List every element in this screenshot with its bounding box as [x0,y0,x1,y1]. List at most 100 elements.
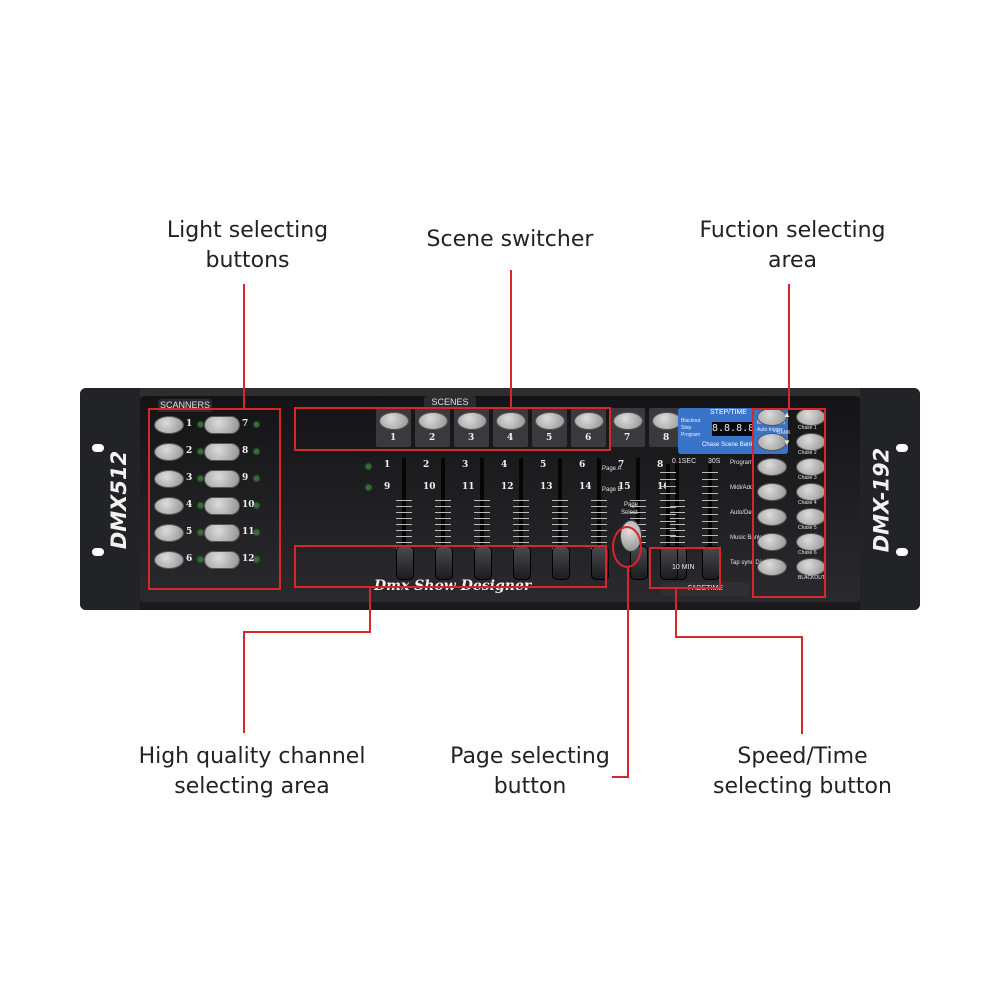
speed-tick [660,542,676,543]
chase-label: Chase 5 [798,525,817,531]
scanner-button-4[interactable] [154,497,184,515]
leader-channel-h [243,631,371,633]
scanner-button-2[interactable] [154,443,184,461]
highlight-functions [752,408,826,598]
channel-tick [669,512,685,513]
channel-tick [513,530,529,531]
display-program: Program [681,432,701,438]
scanner-number: 12 [242,554,255,564]
scanner-button-6[interactable] [154,551,184,569]
scanner-button-8[interactable] [204,443,240,461]
speed-tick [702,528,718,529]
scanner-number: 9 [242,473,249,483]
scene-number: 7 [624,433,631,443]
channel-tick [630,512,646,513]
channel-tick [630,506,646,507]
channel-tick [396,512,412,513]
scanner-button-9[interactable] [204,470,240,488]
bank-up-arrow-icon: ▲ [783,410,791,419]
channel-number-top: 1 [384,460,391,470]
scanner-button-5[interactable] [154,524,184,542]
channel-number-top: 4 [501,460,508,470]
channel-tick [552,530,568,531]
channel-tick [552,542,568,543]
scene-button-3[interactable] [457,412,487,430]
scanner-button-11[interactable] [204,524,240,542]
scene-button-1[interactable] [379,412,409,430]
bank-down-button[interactable] [757,433,787,451]
function-button-3[interactable] [757,508,787,526]
scanner-button-1[interactable] [154,416,184,434]
rack-ear-right [860,388,920,610]
function-button-4[interactable] [757,533,787,551]
speed-tick [702,493,718,494]
channel-tick [435,542,451,543]
display-blackout: Blackout [681,418,701,424]
scene-button-5[interactable] [535,412,565,430]
callout-channel-selecting: High quality channel selecting area [138,744,366,799]
scene-button-6[interactable] [574,412,604,430]
scanner-led [198,476,203,481]
function-button-1[interactable] [757,458,787,476]
bank-label: BANK [777,430,791,436]
chase-label: Chase 2 [798,450,817,456]
scene-button-7[interactable] [613,412,643,430]
display-auto-trigger: Auto trigger [757,427,783,433]
scanner-number: 8 [242,446,249,456]
scanner-number: 2 [186,446,193,456]
chase-label: BLACKOUT [798,575,825,581]
scanner-led [198,422,203,427]
channel-tick [513,506,529,507]
channel-tick [435,524,451,525]
speed-label-bottom: 10 MIN [672,564,695,571]
channel-tick [396,506,412,507]
channel-tick [435,536,451,537]
channel-number-bottom: 10 [423,482,436,492]
channel-tick [591,506,607,507]
speed-fader[interactable] [660,546,678,580]
speed-tick [702,535,718,536]
channel-number-top: 8 [657,460,664,470]
scanner-number: 5 [186,527,193,537]
function-button-5[interactable] [757,558,787,576]
channel-tick [669,542,685,543]
channel-number-top: 7 [618,460,625,470]
leader-speed-h [675,636,803,638]
page-a-led [366,464,371,469]
channel-number-bottom: 12 [501,482,514,492]
channel-tick [552,506,568,507]
channel-tick [435,500,451,501]
bank-down-arrow-icon: ▼ [783,438,791,447]
speed-tick [660,500,676,501]
mount-hole [92,444,104,452]
speed-tick [660,535,676,536]
channel-slot [636,458,640,576]
scanner-button-7[interactable] [204,416,240,434]
channel-tick [435,530,451,531]
channel-tick [669,500,685,501]
callout-function-selecting: Fuction selecting area [699,218,886,273]
channel-tick [669,506,685,507]
chase-label: Chase 3 [798,475,817,481]
lcd-readout: 8.8.8.8 [712,422,755,436]
leader-channel-v2 [243,631,245,733]
speed-tick [702,472,718,473]
scene-button-4[interactable] [496,412,526,430]
scanner-button-12[interactable] [204,551,240,569]
leader-scene [510,270,512,407]
channel-tick [591,542,607,543]
display-title: STEP/TIME [710,409,747,416]
chase-label: Chase 1 [798,425,817,431]
function-button-2[interactable] [757,483,787,501]
highlight-scanners [148,408,281,590]
channel-slot [480,458,484,576]
channel-tick [474,512,490,513]
speed-tick [660,514,676,515]
scanner-number: 7 [242,419,249,429]
speed-tick [702,514,718,515]
channel-tick [474,524,490,525]
scene-button-2[interactable] [418,412,448,430]
scanner-button-3[interactable] [154,470,184,488]
scanner-button-10[interactable] [204,497,240,515]
channel-tick [474,536,490,537]
